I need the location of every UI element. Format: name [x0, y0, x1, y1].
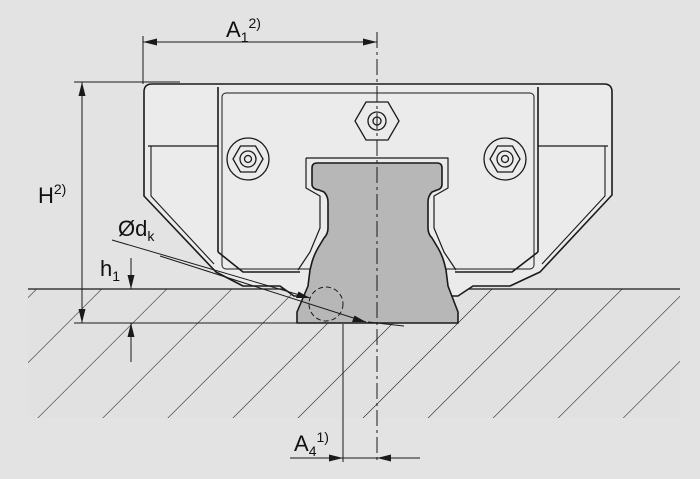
- dimension-label-h: H2): [38, 181, 67, 208]
- dimension-label-a1: A12): [226, 15, 261, 45]
- dimension-label-a4: A41): [294, 429, 329, 459]
- screw-left: [226, 137, 270, 181]
- ball-element: [308, 286, 344, 322]
- screw-right: [483, 137, 527, 181]
- dimension-label-dk: Ødk: [118, 216, 155, 244]
- dimension-lines: [74, 36, 420, 462]
- dimension-label-h1: h1: [100, 256, 121, 284]
